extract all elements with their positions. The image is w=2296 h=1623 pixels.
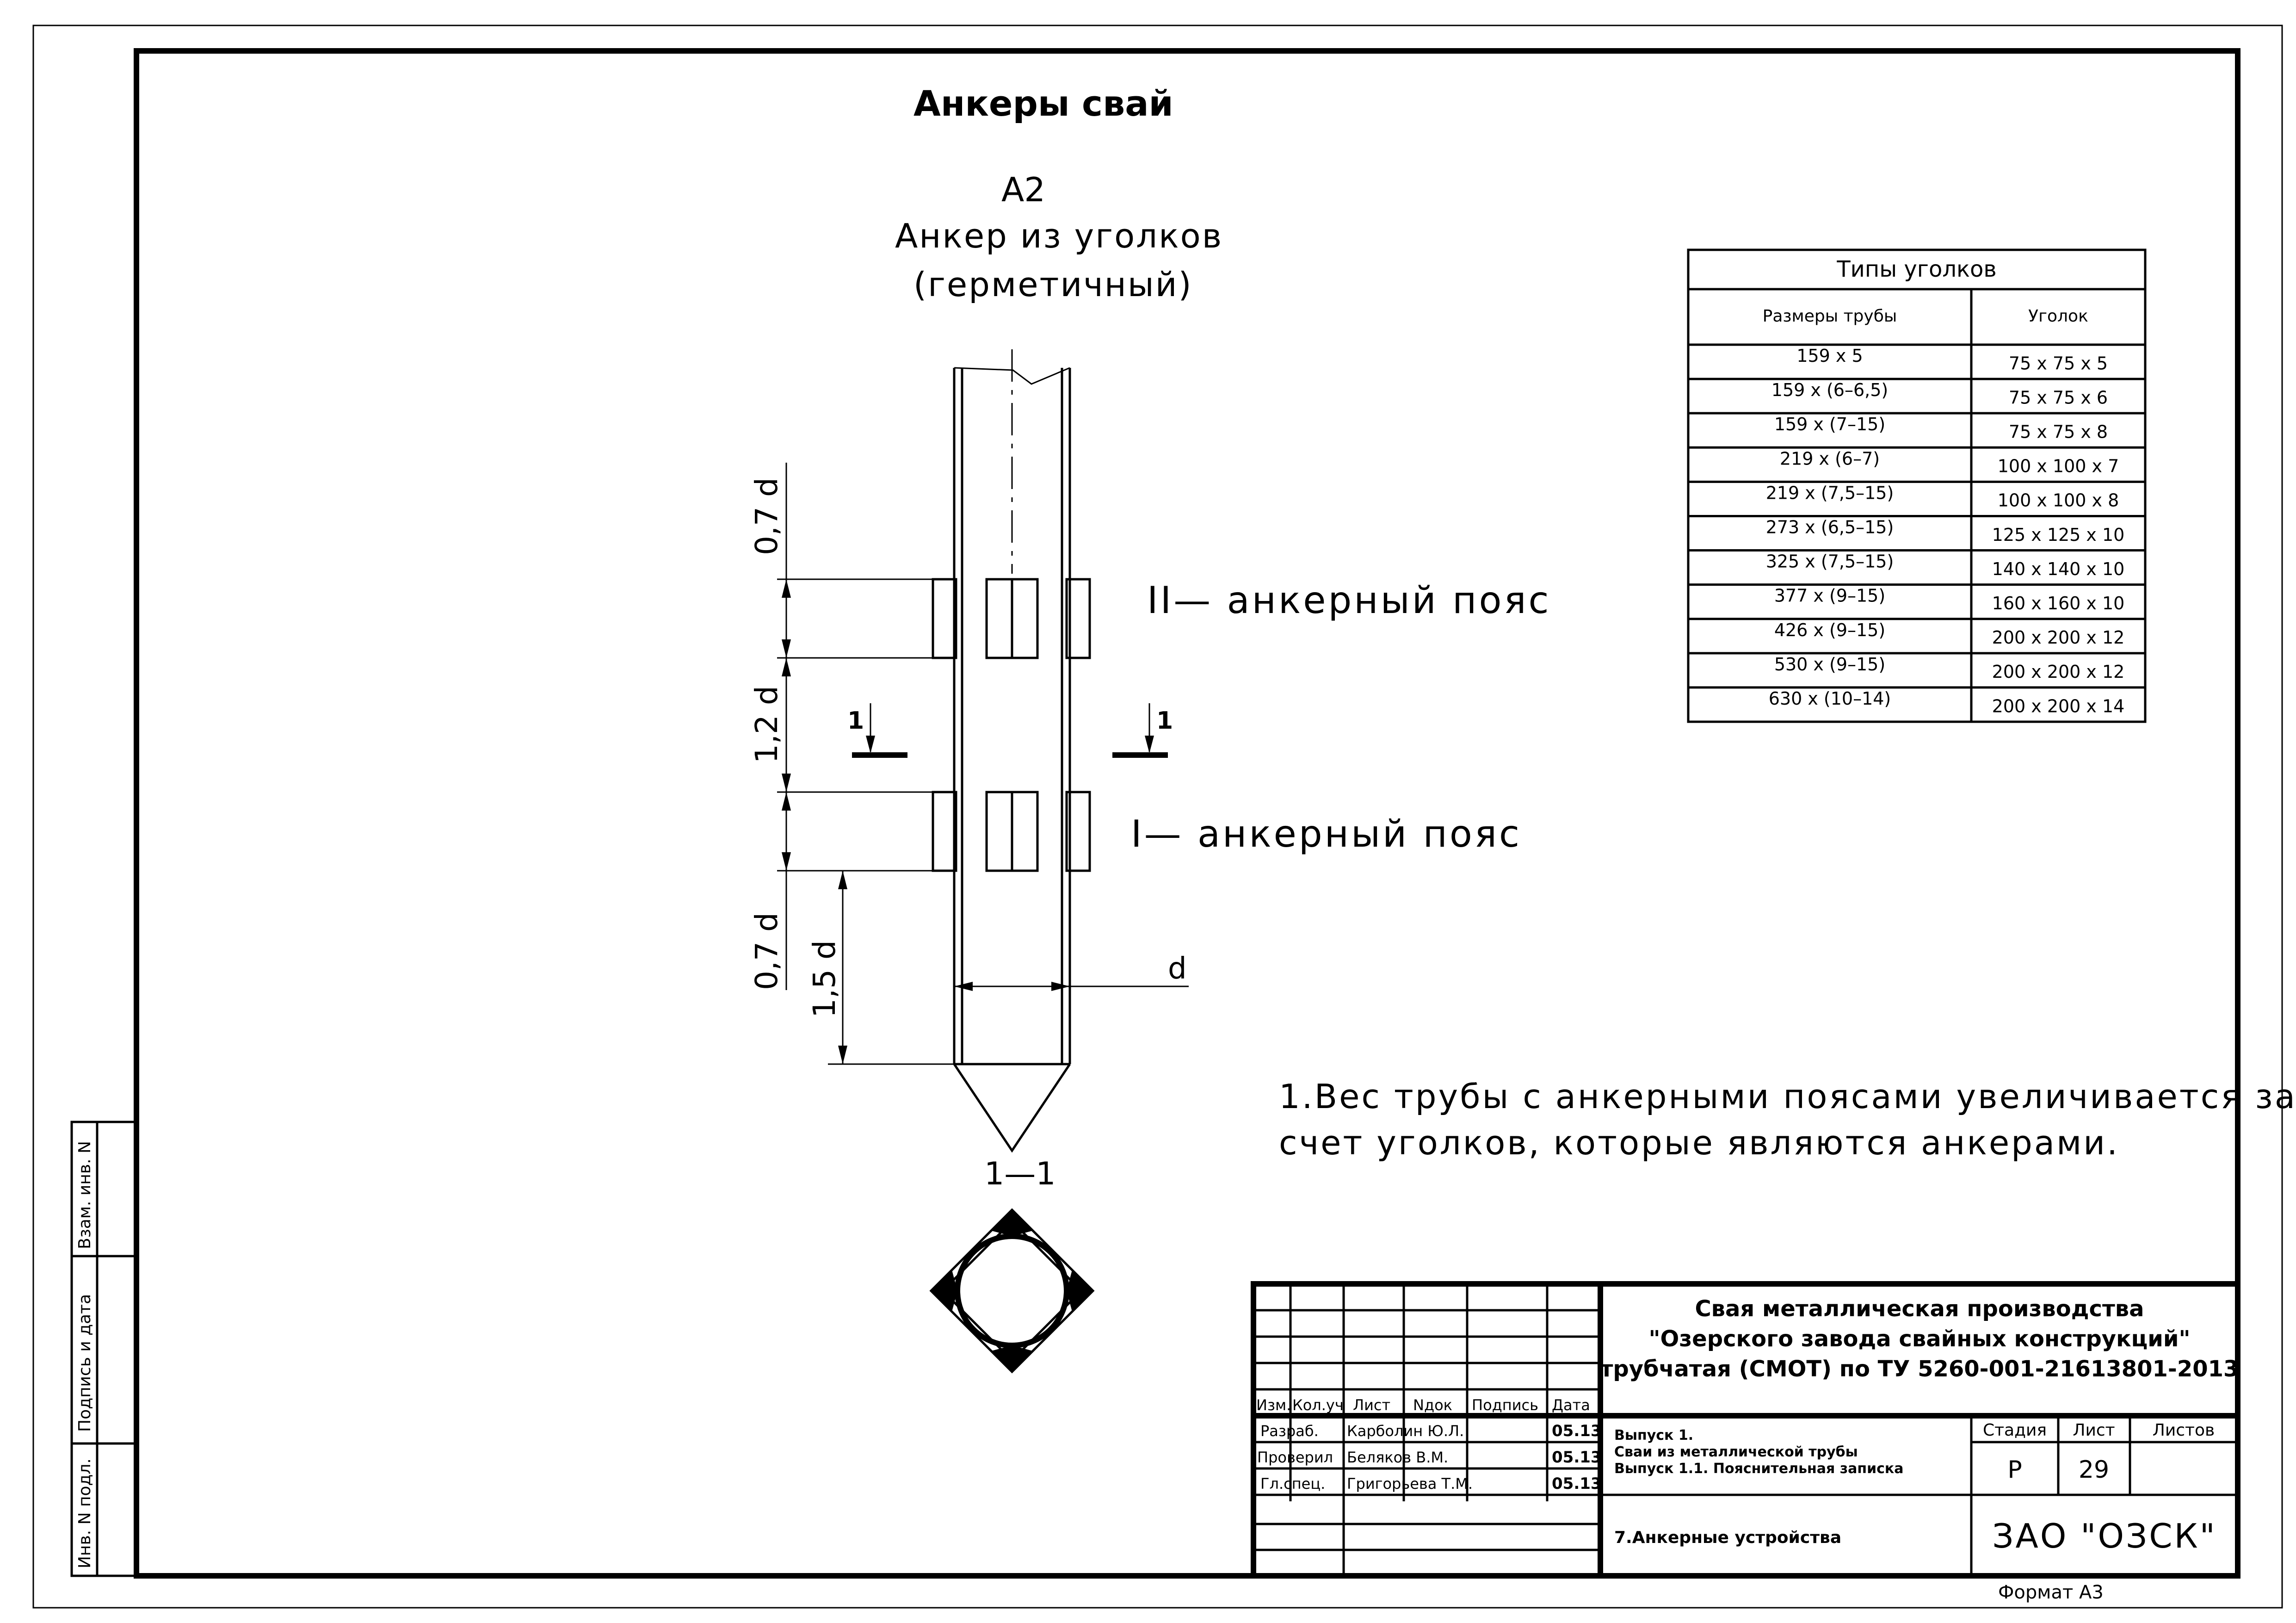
- section-cut-marks: [852, 703, 1168, 758]
- belt-2-angle-right: [1065, 578, 1091, 659]
- table-cell-pipe: 377 x (9–15): [1774, 586, 1885, 606]
- stage-label: Стадия: [1983, 1421, 2047, 1440]
- table-cell-angle: 140 x 140 x 10: [1992, 559, 2125, 579]
- dim-middle-label: 1,2 d: [749, 686, 784, 763]
- section-label-right: 1: [1156, 707, 1173, 735]
- dim-tip-label: 1,5 d: [807, 940, 842, 1018]
- r1-date: 05.13: [1552, 1422, 1602, 1440]
- col-koluch: Кол.уч: [1292, 1396, 1344, 1414]
- r3-name: Григорьева Т.М.: [1347, 1475, 1473, 1493]
- side-stamp-podpis: Подпись и дата: [75, 1294, 94, 1432]
- side-stamp-vzam: Взам. инв. N: [75, 1141, 94, 1249]
- side-stamp: Взам. инв. N Подпись и дата Инв. N подл.: [70, 1121, 138, 1577]
- table-cell-angle: 200 x 200 x 12: [1992, 627, 2125, 648]
- belt-2-label: II— анкерный пояс: [1147, 579, 1551, 622]
- dimension-lines: [777, 463, 1189, 1065]
- product-line-1: Свая металлическая производства: [1695, 1296, 2144, 1322]
- r3-date: 05.13: [1552, 1474, 1602, 1493]
- angle-types-table: [1687, 248, 2147, 723]
- r1-name: Карболин Ю.Л.: [1347, 1422, 1464, 1440]
- table-header-pipe: Размеры трубы: [1763, 307, 1897, 326]
- pile-tip: [953, 1063, 1071, 1153]
- table-cell-angle: 75 x 75 x 6: [2009, 387, 2108, 408]
- drawing-title: Анкеры свай: [913, 83, 1173, 124]
- title-block: [1251, 1281, 2240, 1579]
- table-cell-pipe: 325 x (7,5–15): [1766, 551, 1894, 572]
- col-ndok: Nдок: [1413, 1396, 1452, 1414]
- sheet-label: Лист: [2073, 1421, 2115, 1440]
- dim-top-label: 0,7 d: [749, 477, 784, 555]
- belt-1-angle-left: [932, 791, 957, 872]
- note-line-2: счет уголков, которые являются анкерами.: [1279, 1123, 2119, 1162]
- note-line-1: 1.Вес трубы с анкерными поясами увеличив…: [1279, 1077, 2296, 1116]
- table-cell-angle: 100 x 100 x 7: [1998, 456, 2119, 477]
- anchor-code: А2: [1001, 170, 1045, 209]
- side-stamp-inv: Инв. N подл.: [75, 1458, 94, 1568]
- anchor-note: (герметичный): [913, 265, 1193, 304]
- company-name: ЗАО "ОЗСК": [1992, 1517, 2216, 1555]
- section-title: 1—1: [984, 1156, 1056, 1192]
- product-line-2: "Озерского завода свайных конструкций": [1648, 1326, 2190, 1352]
- table-title: Типы уголков: [1836, 256, 1996, 282]
- issue-line-3: Выпуск 1.1. Пояснительная записка: [1614, 1461, 1904, 1477]
- col-data: Дата: [1552, 1396, 1590, 1414]
- table-cell-angle: 200 x 200 x 12: [1992, 662, 2125, 682]
- dim-bottom-label: 0,7 d: [749, 912, 784, 990]
- issue-line-1: Выпуск 1.: [1614, 1427, 1693, 1443]
- table-cell-pipe: 630 x (10–14): [1769, 688, 1891, 709]
- table-cell-pipe: 219 x (7,5–15): [1766, 483, 1894, 503]
- sheet-format: Формат А3: [1998, 1582, 2104, 1603]
- col-podpis: Подпись: [1472, 1396, 1538, 1414]
- issue-line-2: Сваи из металлической трубы: [1614, 1444, 1858, 1460]
- section-name: 7.Анкерные устройства: [1614, 1528, 1841, 1547]
- r1-role: Разраб.: [1260, 1422, 1319, 1440]
- table-cell-pipe: 530 x (9–15): [1774, 654, 1885, 675]
- product-line-3: трубчатая (СМОТ) по ТУ 5260-001-21613801…: [1600, 1356, 2239, 1382]
- table-cell-pipe: 159 x (7–15): [1774, 414, 1885, 434]
- table-cell-angle: 75 x 75 x 5: [2009, 353, 2108, 373]
- sheets-label: Листов: [2153, 1421, 2215, 1440]
- table-cell-angle: 75 x 75 x 8: [2009, 422, 2108, 442]
- sheet-value: 29: [2079, 1456, 2109, 1484]
- table-cell-pipe: 273 x (6,5–15): [1766, 517, 1894, 538]
- col-izm: Изм.: [1256, 1396, 1291, 1414]
- table-cell-pipe: 159 x 5: [1796, 346, 1863, 366]
- table-cell-pipe: 219 x (6–7): [1780, 448, 1880, 469]
- r3-role: Гл.спец.: [1260, 1475, 1325, 1493]
- pile-drawing: [932, 349, 1091, 1153]
- col-list: Лист: [1353, 1396, 1390, 1414]
- belt-2-angle-left: [932, 578, 957, 659]
- r2-name: Беляков В.М.: [1347, 1449, 1448, 1466]
- r2-date: 05.13: [1552, 1448, 1602, 1467]
- inner-drawing-frame: [134, 48, 2240, 1579]
- r2-role: Проверил: [1257, 1449, 1333, 1466]
- dim-diameter-label: d: [1168, 952, 1187, 986]
- table-cell-pipe: 159 x (6–6,5): [1771, 380, 1888, 400]
- anchor-name: Анкер из уголков: [895, 217, 1223, 255]
- outer-trim-frame: [32, 25, 2283, 1609]
- table-header-angle: Уголок: [2028, 307, 2088, 326]
- section-1-1-drawing: [929, 1208, 1095, 1374]
- belt-1-label: I— анкерный пояс: [1131, 812, 1522, 855]
- table-cell-angle: 200 x 200 x 14: [1992, 696, 2125, 716]
- stage-value: Р: [2007, 1456, 2022, 1484]
- table-cell-angle: 160 x 160 x 10: [1992, 593, 2125, 613]
- belt-1-angle-right: [1065, 791, 1091, 872]
- table-cell-pipe: 426 x (9–15): [1774, 620, 1885, 640]
- table-cell-angle: 125 x 125 x 10: [1992, 525, 2125, 545]
- table-cell-angle: 100 x 100 x 8: [1998, 490, 2119, 511]
- section-label-left: 1: [847, 707, 864, 735]
